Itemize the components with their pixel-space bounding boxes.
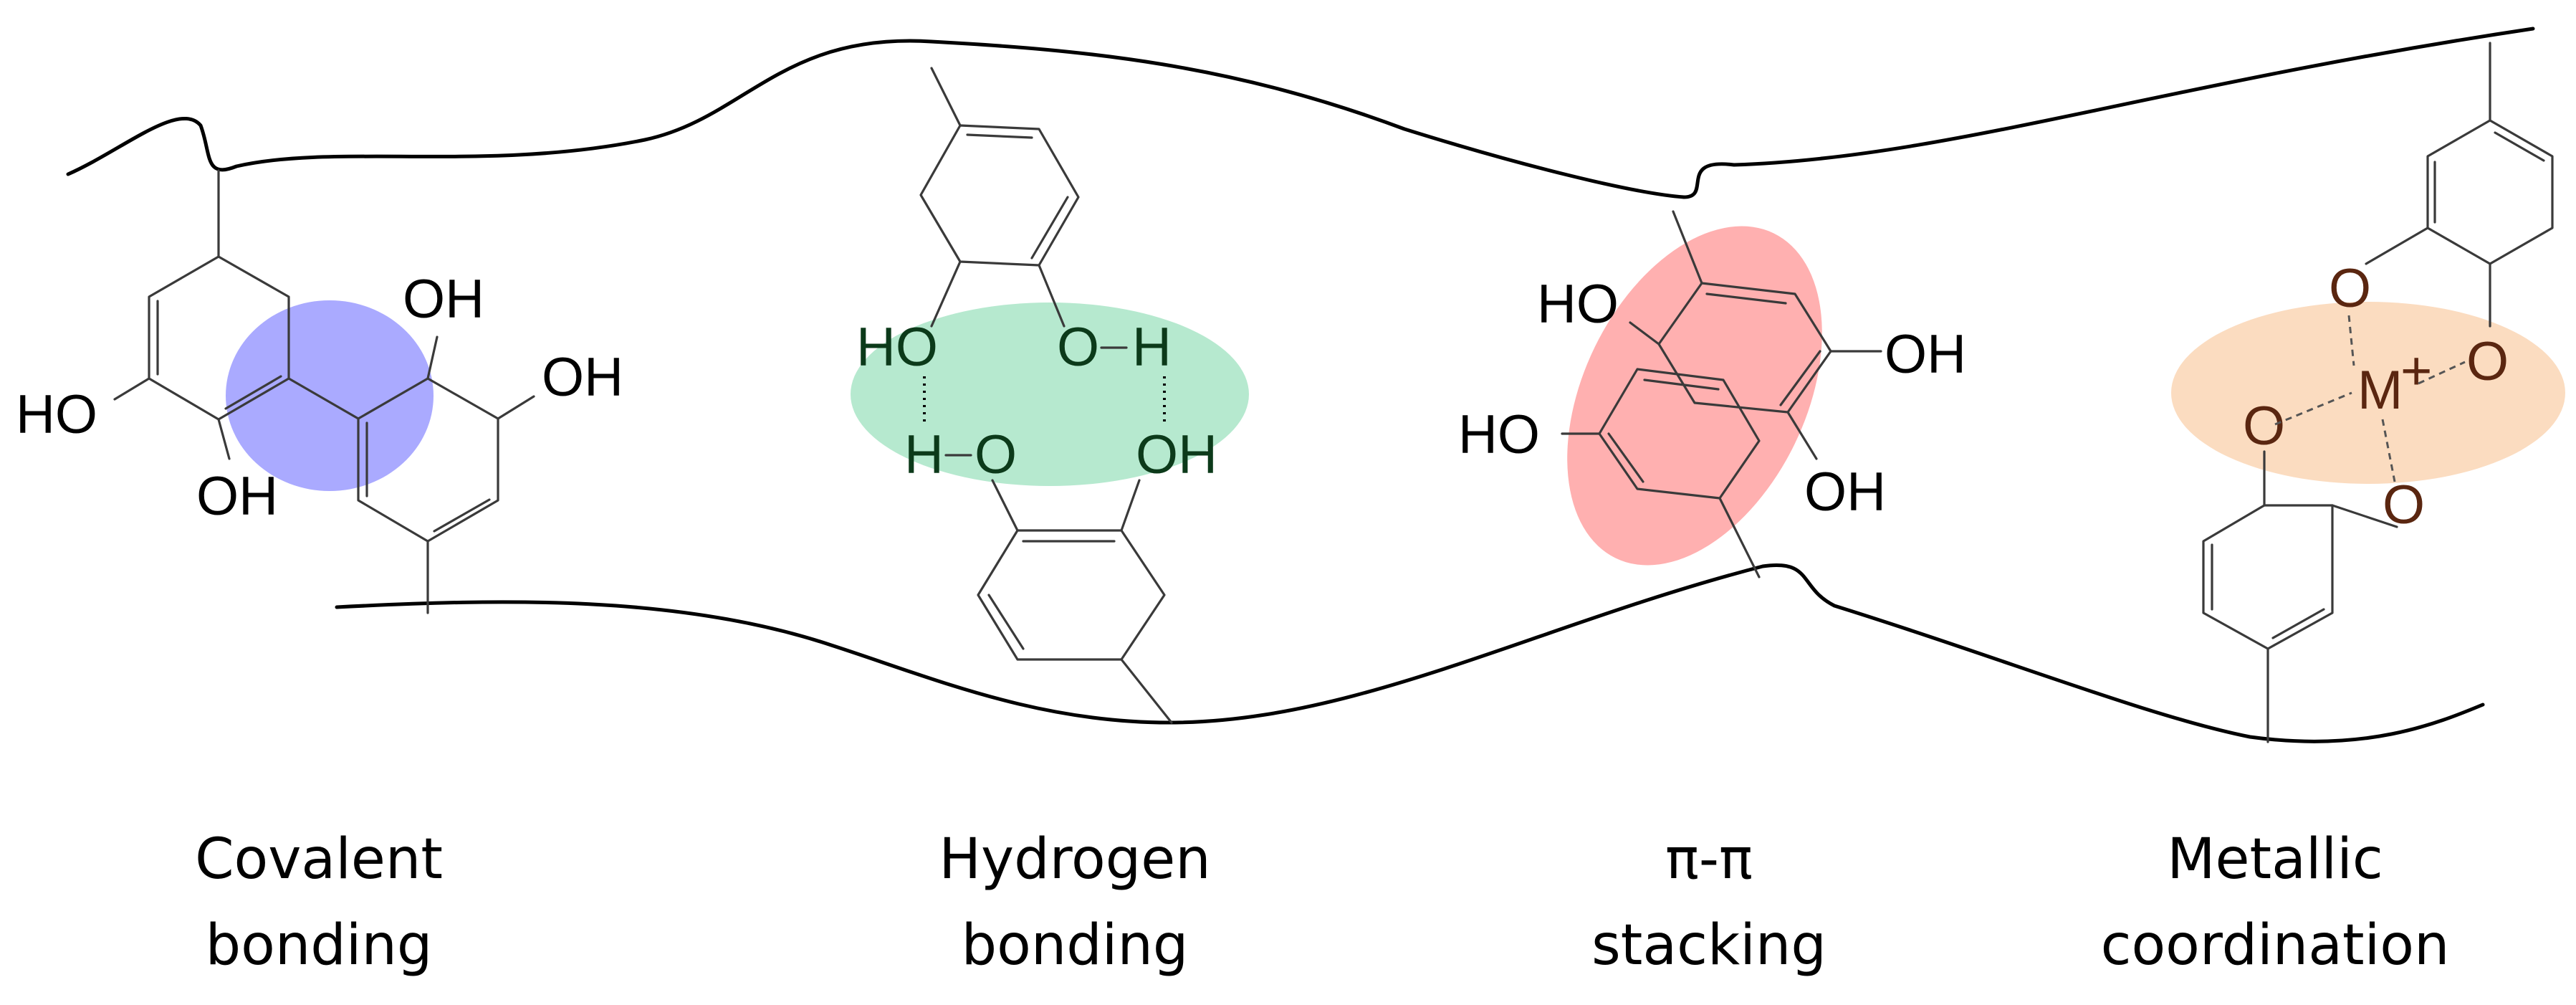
coordination-bond [2418,361,2466,385]
oxygen-atom-label: O [975,424,1017,485]
oxygen-atom-label: O [2243,396,2285,457]
oxygen-atom-label: O [2329,258,2371,319]
hydrogen-atom-label: H [1132,317,1172,378]
hydroxyl-label: HO [16,384,97,445]
coordination-bond [2347,315,2355,366]
oxygen-atom-label: O [2466,331,2509,392]
pi-stacking-structure: HO OH HO OH [1458,210,1966,578]
hydroxyl-label: OH [1136,424,1217,485]
polymer-strand-top [66,27,2535,199]
covalent-highlight [226,300,434,491]
hydroxyl-label: OH [196,466,278,527]
hydrogen-bonding-structure: HO O H H O OH [856,67,1217,724]
hydrogen-bond-highlight [851,303,1249,486]
coordination-bond [2274,391,2352,426]
covalent-bonding-structure: HO OH OH OH [16,169,623,614]
metal-coordination-structure: O O M + O O [2202,42,2554,743]
hydroxyl-label: OH [542,347,623,408]
hydroxyl-label: HO [1458,404,1540,465]
caption-hydrogen-bonding-line2: bonding [962,913,1189,978]
polymer-strand-bottom [335,563,2485,743]
hydroxyl-label: HO [1537,274,1619,335]
hydroxyl-label: OH [403,269,484,330]
hydroxyl-label: HO [856,317,938,378]
metal-coordination-highlight [2171,302,2565,484]
hydroxyl-label: OH [1885,324,1966,385]
oxygen-atom-label: O [2383,475,2425,535]
caption-pi-stacking-line1: π-π [1665,827,1753,892]
caption-metallic-coordination-line1: Metallic [2167,827,2383,892]
metal-charge-label: + [2400,340,2432,401]
hydroxyl-label: OH [1804,462,1886,523]
caption-covalent-bonding-line2: bonding [206,913,433,978]
hydrogen-atom-label: H [904,424,944,485]
caption-pi-stacking-line2: stacking [1591,913,1826,978]
caption-metallic-coordination-line2: coordination [2101,913,2450,978]
caption-covalent-bonding-line1: Covalent [195,827,443,892]
metal-ion-label: M [2357,360,2403,421]
oxygen-atom-label: O [1057,317,1099,378]
pi-stacking-highlight [1567,226,1822,566]
caption-hydrogen-bonding-line1: Hydrogen [939,827,1210,892]
